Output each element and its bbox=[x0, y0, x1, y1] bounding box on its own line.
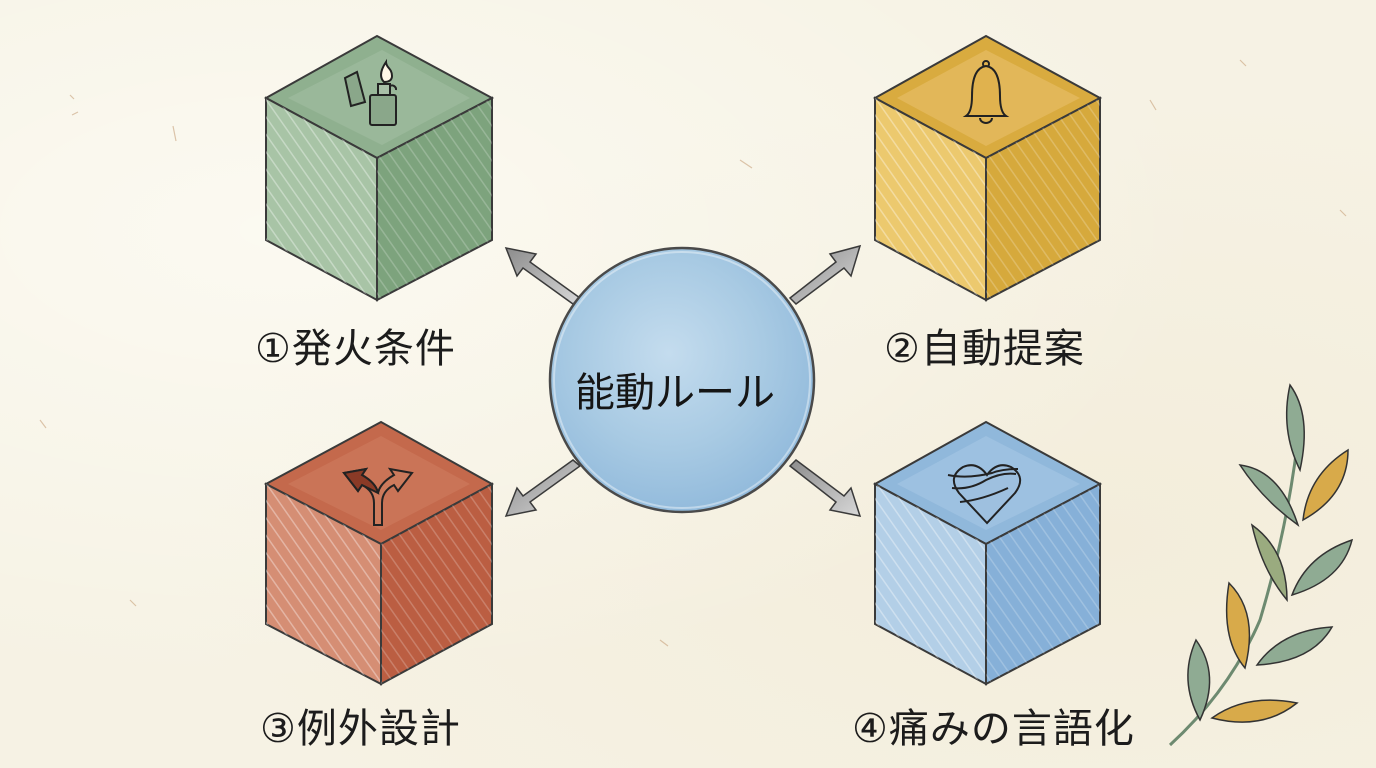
center-label: 能動ルール bbox=[575, 370, 775, 416]
arrow-down-right-icon bbox=[788, 459, 862, 517]
branching-arrow-icon bbox=[342, 467, 414, 526]
cube-auto-suggest[interactable] bbox=[872, 34, 1103, 302]
label-auto-suggest: ②自動提案 bbox=[884, 326, 1085, 372]
arrow-up-right-icon bbox=[788, 244, 862, 305]
bell-icon bbox=[962, 60, 1010, 124]
cube-exception-design[interactable] bbox=[263, 420, 495, 686]
leaf-branch-decoration bbox=[1168, 383, 1354, 747]
center-hub[interactable] bbox=[548, 246, 816, 514]
arrows bbox=[504, 244, 862, 518]
cube-fire-condition[interactable] bbox=[263, 34, 495, 302]
lighter-flame-icon bbox=[343, 58, 398, 126]
arrow-up-left-icon bbox=[504, 246, 582, 305]
arrow-down-left-icon bbox=[504, 459, 582, 518]
label-fire-condition: ①発火条件 bbox=[255, 326, 456, 372]
label-exception-design: ③例外設計 bbox=[260, 706, 461, 752]
label-pain-verbalization: ④痛みの言語化 bbox=[852, 706, 1135, 752]
bandaged-heart-icon bbox=[947, 464, 1022, 525]
cube-pain-verbalization[interactable] bbox=[872, 420, 1103, 686]
paper-specks bbox=[39, 59, 1347, 647]
